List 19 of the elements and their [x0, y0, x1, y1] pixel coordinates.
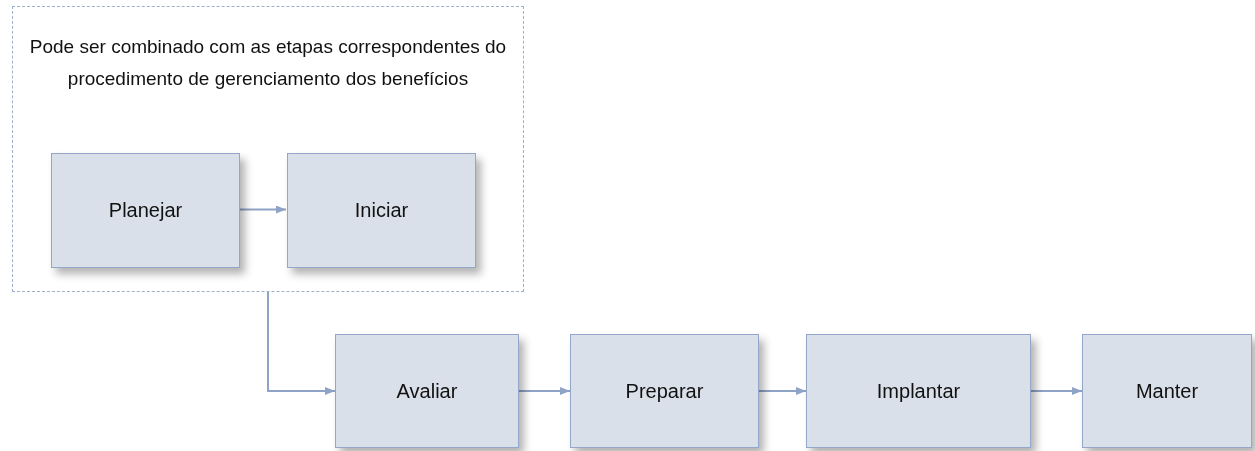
process-box [287, 153, 476, 268]
group-frame [12, 6, 524, 292]
arrow [1030, 387, 1083, 395]
process-box [806, 334, 1031, 448]
arrow [518, 387, 571, 395]
box-label: Manter [1135, 379, 1199, 403]
process-box [1082, 334, 1252, 448]
process-box [51, 153, 240, 268]
box-label: Planejar [108, 199, 183, 222]
arrow [238, 205, 287, 214]
process-box [335, 334, 519, 448]
process-box [570, 334, 759, 448]
arrow [758, 387, 807, 395]
box-label: Iniciar [354, 199, 409, 222]
arrow [267, 291, 336, 395]
group-heading: Pode ser combinado com as etapas correspondentes do procedimento de gerenciamento dos benefícios [28, 35, 508, 91]
box-label: Avaliar [396, 379, 458, 403]
box-label: Preparar [625, 379, 704, 403]
box-label: Implantar [876, 379, 961, 403]
